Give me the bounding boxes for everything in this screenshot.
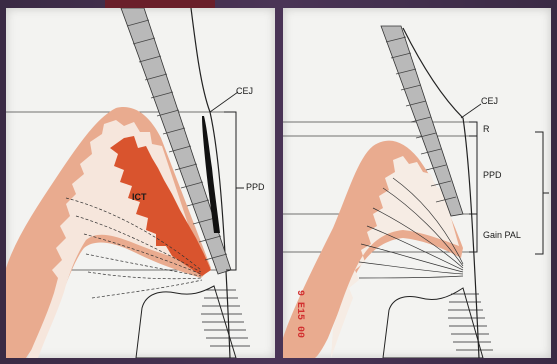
- right-diagram-panel: CEJ R PPD Gain PAL 9 E15 00: [283, 8, 551, 358]
- left-cej-label: CEJ: [236, 86, 253, 96]
- right-ppd-bracket: [469, 136, 477, 214]
- right-cej-leader: [461, 104, 481, 118]
- left-diagram-panel: CEJ PPD ICT: [6, 8, 275, 358]
- right-red-stamp: 9 E15 00: [294, 290, 305, 338]
- left-ppd-bracket: [224, 112, 236, 270]
- top-strip-decoration: [105, 0, 215, 8]
- right-cej-label: CEJ: [481, 96, 498, 106]
- left-cej-leader: [210, 92, 238, 112]
- left-bone-hatching: [201, 290, 250, 346]
- right-ppd-label: PPD: [483, 170, 502, 180]
- right-alveolar-bone: [383, 288, 483, 358]
- left-diagram-svg: [6, 8, 275, 358]
- left-ict-label: ICT: [132, 192, 147, 202]
- left-ppd-label: PPD: [246, 182, 265, 192]
- right-gain-pal-label: Gain PAL: [483, 230, 521, 240]
- right-r-label: R: [483, 124, 490, 134]
- right-bone-hatching: [448, 294, 493, 350]
- right-r-bracket: [469, 122, 477, 136]
- right-diagram-svg: [283, 8, 551, 358]
- right-outer-bracket: [535, 132, 543, 254]
